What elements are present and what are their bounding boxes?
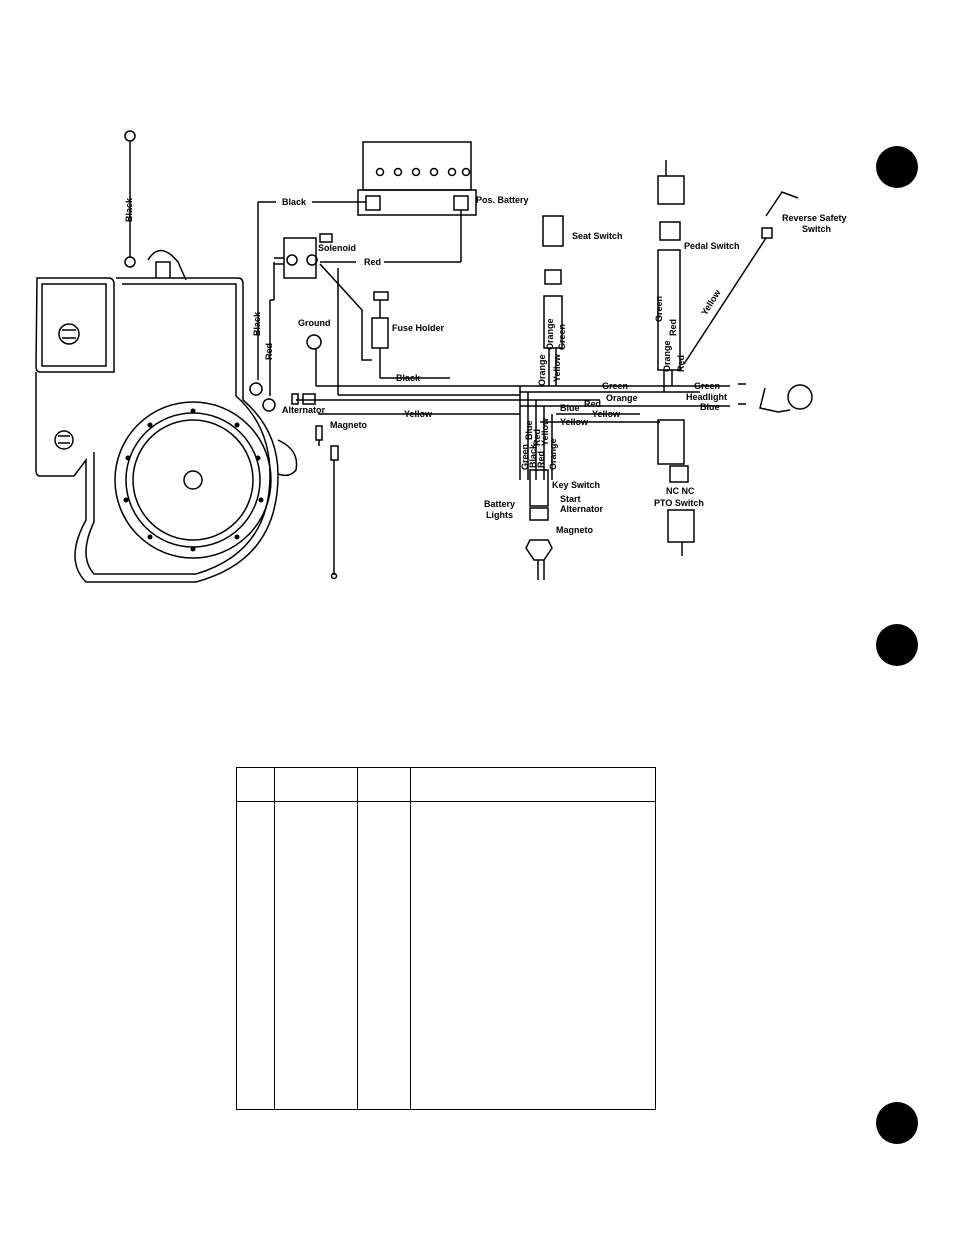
label-yellow-seat: Yellow xyxy=(552,353,562,382)
label-magneto-key: Magneto xyxy=(556,525,594,535)
label-fuse-holder: Fuse Holder xyxy=(392,323,445,333)
label-red-pedal-2: Red xyxy=(676,355,686,372)
key-icon xyxy=(373,291,389,301)
label-red-main: Red xyxy=(584,399,601,409)
label-orange-seat-2: Orange xyxy=(545,318,555,350)
label-blue-main: Blue xyxy=(560,403,580,413)
parts-table xyxy=(236,767,656,1110)
label-alternator: Alternator xyxy=(282,405,326,415)
label-red-solenoid: Red xyxy=(364,257,381,267)
ground-eyelet-icon xyxy=(306,334,322,350)
label-start: Start xyxy=(560,494,581,504)
label-red-vertical: Red xyxy=(264,343,274,360)
label-black-vertical: Black xyxy=(252,311,262,336)
label-black-harness: Black xyxy=(396,373,421,383)
label-orange-main: Orange xyxy=(606,393,638,403)
label-reverse-safety: Reverse Safety xyxy=(782,213,847,223)
label-key-switch: Key Switch xyxy=(552,480,600,490)
fuse-holder-icon xyxy=(371,317,389,349)
label-key-black: Black xyxy=(528,443,538,468)
label-yellow-reverse: Yellow xyxy=(699,287,723,317)
label-orange-pedal: Orange xyxy=(662,340,672,372)
margin-dot-bottom xyxy=(876,1102,918,1144)
label-nc-nc: NC NC xyxy=(666,486,695,496)
margin-dot-top xyxy=(876,146,918,188)
label-seat-switch: Seat Switch xyxy=(572,231,623,241)
label-headlight: Headlight xyxy=(686,392,727,402)
label-pos-battery: Pos. Battery xyxy=(476,195,529,205)
label-ground: Ground xyxy=(298,318,331,328)
label-blue-headlight: Blue xyxy=(700,402,720,412)
seat-switch-icon xyxy=(542,215,564,247)
key-switch-icon xyxy=(529,469,549,507)
parts-table-column-divider xyxy=(357,768,358,1109)
pedal-switch-icon xyxy=(657,175,685,205)
label-yellow-main-2: Yellow xyxy=(592,409,621,419)
label-green-pedal: Green xyxy=(654,296,664,322)
label-magneto: Magneto xyxy=(330,420,368,430)
battery-icon xyxy=(357,141,477,216)
label-green-main: Green xyxy=(602,381,628,391)
magneto-plug-icon xyxy=(315,425,323,441)
label-yellow-lower: Yellow xyxy=(560,417,589,427)
label-black-ground-strap: Black xyxy=(124,197,134,222)
label-green-seat: Green xyxy=(557,324,567,350)
parts-table-column-divider xyxy=(274,768,275,1109)
pto-switch-icon xyxy=(667,509,695,543)
label-key-red-2: Red xyxy=(536,451,546,468)
label-red-pedal: Red xyxy=(668,319,678,336)
headlight-icon xyxy=(738,383,813,413)
margin-dot-middle xyxy=(876,624,918,666)
label-alternator-key: Alternator xyxy=(560,504,604,514)
label-orange-seat: Orange xyxy=(537,354,547,386)
label-pto-switch: PTO Switch xyxy=(654,498,704,508)
label-lights: Lights xyxy=(486,510,513,520)
label-reverse-safety-2: Switch xyxy=(802,224,831,234)
parts-table-column-divider xyxy=(410,768,411,1109)
label-solenoid: Solenoid xyxy=(318,243,356,253)
label-key-yellow: Yellow xyxy=(540,417,550,446)
alternator-plug-icon xyxy=(291,393,299,405)
parts-table-header-row xyxy=(237,768,655,802)
label-battery: Battery xyxy=(484,499,515,509)
label-black-top: Black xyxy=(282,197,307,207)
label-key-red: Red xyxy=(532,429,542,446)
label-yellow-main: Yellow xyxy=(404,409,433,419)
ring-terminal-icon xyxy=(124,130,136,142)
label-key-green: Green xyxy=(520,444,530,470)
reverse-safety-switch-icon xyxy=(765,191,799,217)
ring-terminal-icon xyxy=(124,256,136,268)
label-key-orange: Orange xyxy=(548,438,558,470)
label-pedal-switch: Pedal Switch xyxy=(684,241,740,251)
wiring-diagram: Black Black Pos. Battery Solenoid Red Fu… xyxy=(35,130,847,583)
solenoid-icon xyxy=(274,233,333,279)
label-key-blue: Blue xyxy=(524,420,534,440)
label-green-headlight: Green xyxy=(694,381,720,391)
